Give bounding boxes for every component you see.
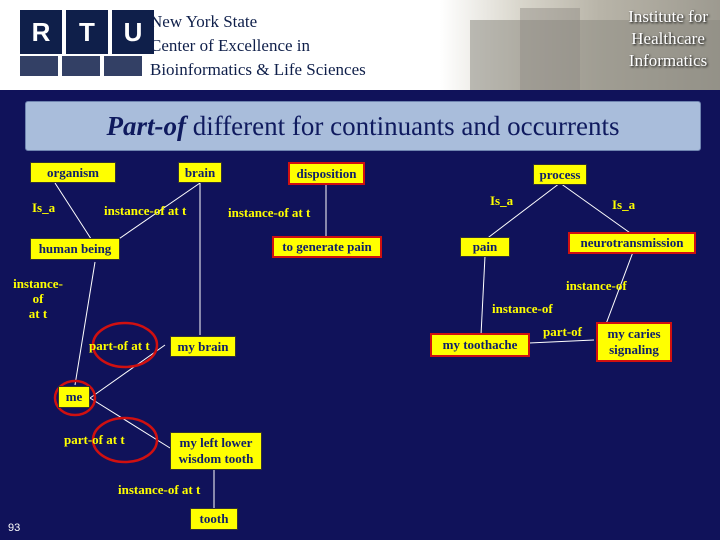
slide-title-italic: Part-of [106, 111, 186, 141]
node-organism: organism [30, 162, 116, 183]
highlight-ring [53, 379, 97, 417]
header-right-line: Informatics [628, 51, 708, 70]
node-my-caries-signaling: my caries signaling [596, 322, 672, 362]
node-process: process [533, 164, 587, 185]
header-banner: R T U New York State Center of Excellenc… [0, 0, 720, 90]
highlight-ring [91, 321, 159, 369]
label-instance-of-at-t: instance- of at t [13, 276, 63, 321]
label-instance-of: instance-of [492, 301, 553, 316]
label-part-of: part-of [543, 324, 582, 339]
node-disposition: disposition [288, 162, 365, 185]
edge-line [484, 182, 561, 241]
edge-line [528, 339, 595, 344]
node-tooth: tooth [190, 508, 238, 530]
header-right-line: Healthcare [631, 29, 705, 48]
building-image [470, 20, 720, 90]
label-is-a: Is_a [32, 200, 56, 215]
label-instance-of: instance-of [566, 278, 627, 293]
header-right-text: Institute for Healthcare Informatics [628, 6, 708, 72]
edge-line [74, 261, 96, 386]
edge-line [480, 255, 486, 336]
label-is-a: Is_a [490, 193, 514, 208]
node-human-being: human being [30, 238, 120, 260]
header-left-text: New York State Center of Excellence in B… [150, 10, 366, 82]
node-to-generate-pain: to generate pain [272, 236, 382, 258]
logo-letter: R [20, 10, 62, 54]
highlight-ring [91, 416, 159, 464]
rtu-logo: R T U [20, 10, 154, 54]
node-my-brain: my brain [170, 336, 236, 357]
slide-number: 93 [8, 522, 21, 534]
node-me: me [58, 386, 90, 408]
edge-line [54, 182, 96, 246]
label-instance-of-at-t: instance-of at t [228, 205, 311, 220]
label-part-of-at-t: part-of at t [89, 338, 150, 353]
edge-line [109, 182, 201, 246]
label-instance-of-at-t: instance-of at t [104, 203, 187, 218]
header-left-line: New York State [150, 12, 258, 31]
header-left-line: Center of Excellence in [150, 36, 311, 55]
slide-title: Part-of different for continuants and oc… [25, 101, 701, 151]
logo-letter: T [66, 10, 108, 54]
label-is-a: Is_a [612, 197, 636, 212]
node-neurotransmission: neurotransmission [568, 232, 696, 254]
slide-title-rest: different for continuants and occurrents [185, 111, 620, 141]
node-my-left-lower-wisdom-tooth: my left lower wisdom tooth [170, 432, 262, 470]
node-brain: brain [178, 162, 222, 183]
header-right-line: Institute for [628, 7, 708, 26]
edge-line [559, 182, 634, 236]
node-my-toothache: my toothache [430, 333, 530, 357]
label-instance-of-at-t: instance-of at t [118, 482, 201, 497]
logo-letter: U [112, 10, 154, 54]
node-pain: pain [460, 237, 510, 257]
building-tower-image [520, 8, 580, 90]
edge-line [89, 344, 166, 399]
header-left-line: Bioinformatics & Life Sciences [150, 60, 366, 79]
label-part-of-at-t: part-of at t [64, 432, 125, 447]
logo-sub-blocks [20, 56, 142, 76]
